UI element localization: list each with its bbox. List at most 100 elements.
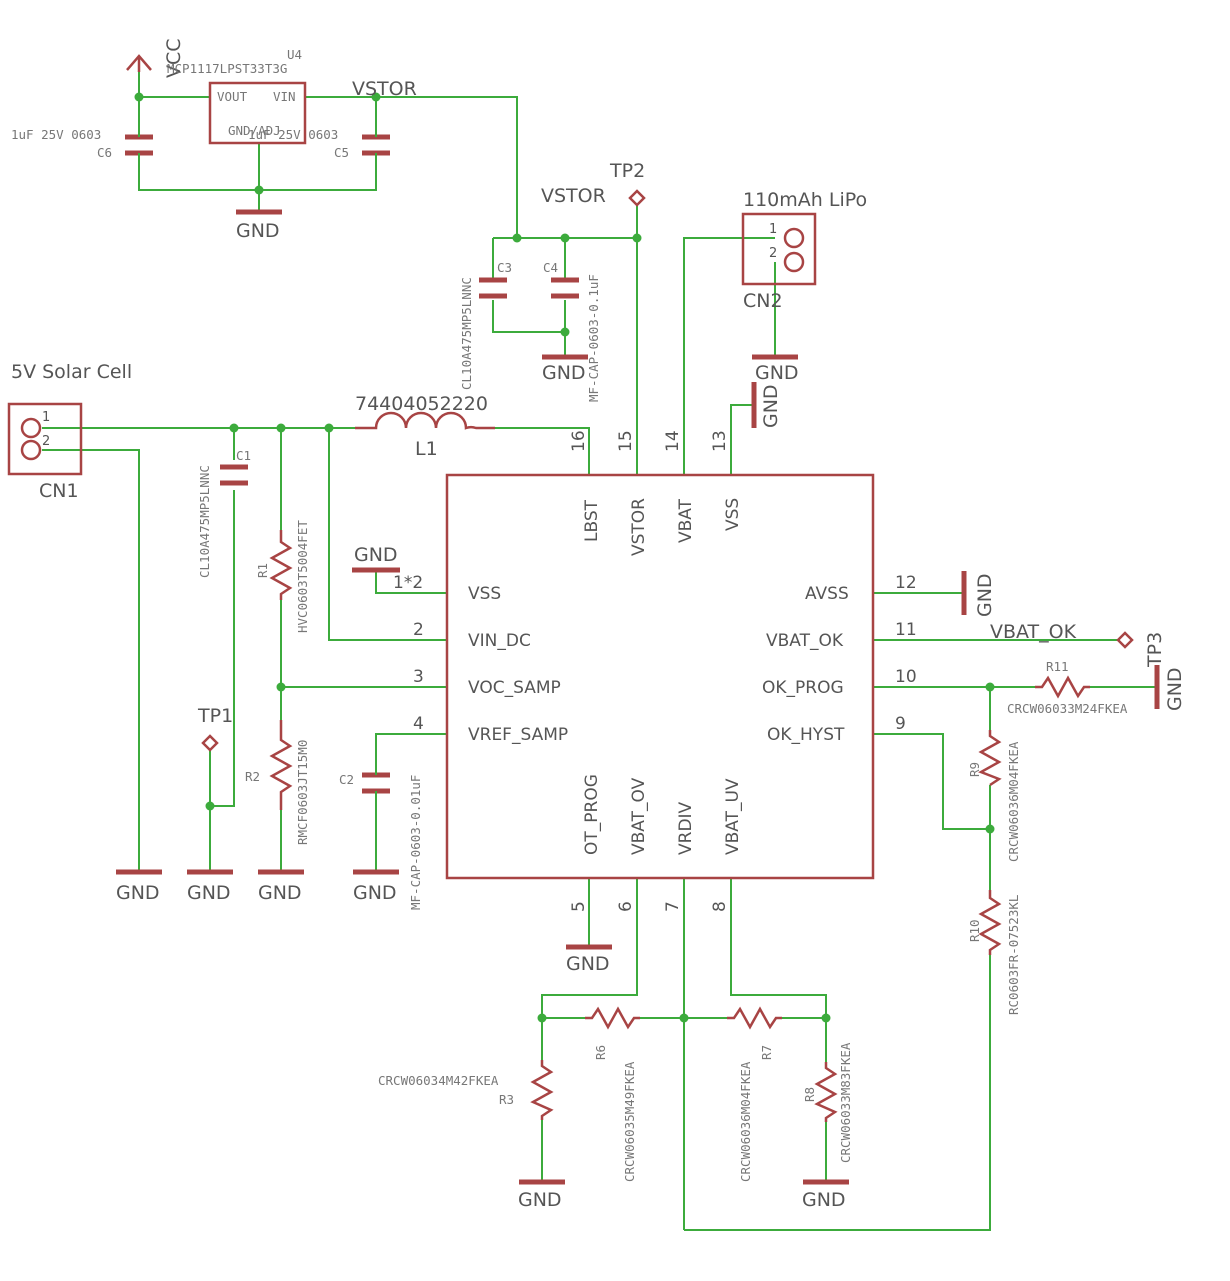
l1-ref: L1 [415,438,438,460]
gnd-label: GND [353,882,397,904]
pin-name-vbat: VBAT [676,498,696,543]
u4-vout-pin: VOUT [217,89,248,104]
tp2-label: TP2 [609,160,645,182]
pin-name-ok-hyst: OK_HYST [767,725,845,745]
r2-ref: R2 [245,769,260,784]
pin-name-vbat-uv: VBAT_UV [723,778,743,855]
pin-number-11: 11 [895,620,917,640]
gnd-label: GND [755,362,799,384]
pin-number-8: 8 [710,901,730,912]
testpoint-tp3-icon [1116,631,1134,649]
u4-ref-label: U4 [287,47,302,62]
r9-ref: R9 [967,762,982,777]
wires [42,58,1155,1231]
r9-value: CRCW06036M04FKEA [1006,741,1021,862]
u4-part-label: MCP1117LPST33T3G [167,61,287,76]
capacitor-c4-icon [551,277,579,299]
ground-labels: GND GND GND GND GND GND GND GND GND GND … [116,220,1186,1211]
pin-number-5: 5 [569,901,589,912]
resistor-r7-icon [727,1006,782,1030]
r6-ref: R6 [593,1045,608,1060]
c3-value: CL10A475MP5LNNC [459,277,474,390]
gnd-label: GND [258,882,302,904]
l1-value: 74404052220 [355,393,488,415]
pin-name-vbat-ov: VBAT_OV [629,777,649,855]
vcc-label: VCC [163,38,185,78]
pin-number-4: 4 [413,714,424,734]
resistor-r3-icon [530,1060,554,1120]
gnd-label: GND [542,362,586,384]
vstor-net-top: VSTOR [352,78,417,100]
pin-name-lbst: LBST [582,499,602,542]
pin-name-vbat-ok: VBAT_OK [766,631,844,651]
r7-ref: R7 [759,1045,774,1060]
pin-number-10: 10 [895,667,917,687]
capacitor-c6-icon [125,130,153,160]
pin-name-vrdiv: VRDIV [676,801,696,855]
r1-value: HVC0603T5004FET [295,520,310,633]
c3-ref: C3 [497,260,512,275]
resistor-r11-icon [1035,675,1090,699]
junctions [134,92,995,1023]
pin-name-ok-prog: OK_PROG [762,678,844,698]
c2-value: MF-CAP-0603-0.01uF [408,775,423,910]
pin-number-13: 13 [710,430,730,452]
pin-name-vstor: VSTOR [629,498,649,556]
resistor-r2-icon [269,720,293,810]
pin-number-2: 2 [413,620,424,640]
pin-number-14: 14 [663,430,683,452]
c5-ref: C5 [334,145,349,160]
pin-number-12: 12 [895,573,917,593]
r10-ref: R10 [967,919,982,942]
testpoint-tp1-icon [201,734,219,752]
gnd-label: GND [802,1189,846,1211]
ground-symbols [116,209,1160,1185]
resistor-r6-icon [585,1006,640,1030]
gnd-label: GND [1164,667,1186,711]
ic-pin-numbers: 1*2 2 3 4 12 11 10 9 16 15 14 13 5 6 7 8 [393,430,917,912]
pin-name-ot-prog: OT_PROG [582,774,602,855]
bq25505-ic-body [445,473,875,880]
pin-number-7: 7 [663,901,683,912]
cn1-pin2: 2 [42,434,50,449]
pin-name-vref-samp: VREF_SAMP [468,725,568,745]
pin-number-15: 15 [616,430,636,452]
u4-vin-pin: VIN [273,89,296,104]
r3-value: CRCW06034M42FKEA [378,1073,499,1088]
pin-name-avss: AVSS [805,584,849,604]
vcc-arrow-icon [126,54,152,72]
vbat-ok-net: VBAT_OK [990,621,1077,643]
c6-value: 1uF 25V 0603 [11,127,101,142]
c6-ref: C6 [97,145,112,160]
pin-name-vss: VSS [468,584,501,604]
r10-value: RC0603FR-07523KL [1006,895,1021,1015]
c4-value: MF-CAP-0603-0.1uF [586,274,601,402]
r11-value: CRCW06033M24FKEA [1007,701,1128,716]
pin-number-1: 1*2 [393,573,423,593]
gnd-label: GND [760,384,782,428]
cn1-ref: CN1 [39,480,79,502]
gnd-label: GND [116,882,160,904]
c1-value: CL10A475MP5LNNC [197,465,212,578]
solar-label: 5V Solar Cell [11,361,132,383]
testpoint-tp2-icon [628,189,646,207]
pin-name-voc-samp: VOC_SAMP [468,678,561,698]
capacitor-c1-icon [220,464,248,486]
u4-gnd-pin: GND/ADJ [228,123,281,138]
cn2-pin2: 2 [769,246,777,261]
gnd-label: GND [236,220,280,242]
c5-value: 1uF 25V 0603 [248,127,338,142]
r7-value: CRCW06036M04FKEA [738,1061,753,1182]
tp1-label: TP1 [197,705,233,727]
cn2-ref: CN2 [743,290,783,312]
c1-ref: C1 [236,448,251,463]
vstor-net-mid: VSTOR [541,185,606,207]
capacitor-c5-icon [362,130,390,160]
inductor-l1-icon [355,411,495,430]
r1-ref: R1 [255,563,270,578]
capacitor-c3-icon [479,277,507,299]
c4-ref: C4 [543,260,558,275]
pin-number-9: 9 [895,714,906,734]
r3-ref: R3 [499,1092,514,1107]
resistor-r8-icon [814,1062,838,1122]
